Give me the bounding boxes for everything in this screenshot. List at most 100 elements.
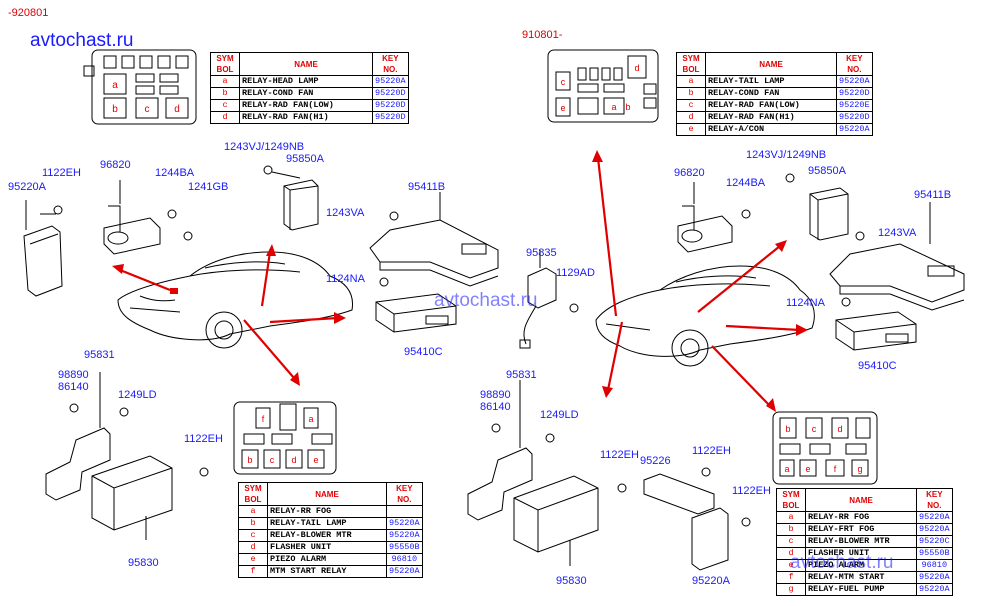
box-letter: e bbox=[805, 464, 810, 474]
row-name: RELAY-RR FOG bbox=[267, 505, 387, 518]
row-name: RELAY-COND FAN bbox=[239, 87, 373, 100]
part-label: 1243VA bbox=[326, 207, 365, 219]
relay-box-top-left: a b c d bbox=[83, 49, 197, 125]
part-label: 86140 bbox=[480, 401, 511, 413]
box-letter: b bbox=[112, 104, 118, 115]
row-symbol: a bbox=[676, 75, 706, 88]
row-symbol: b bbox=[776, 523, 806, 536]
part-label: 95835 bbox=[526, 247, 557, 259]
box-letter: e bbox=[560, 103, 565, 113]
part-label: 95831 bbox=[506, 369, 537, 381]
row-name: RELAY-RAD FAN(H1) bbox=[705, 111, 837, 124]
row-symbol: d bbox=[676, 111, 706, 124]
row-key: 95220D bbox=[836, 111, 873, 124]
box-letter: b bbox=[247, 455, 252, 465]
row-symbol: b bbox=[238, 517, 268, 530]
date-label-right: 910801- bbox=[522, 29, 563, 41]
box-letter: a bbox=[611, 102, 616, 112]
part-label: 98890 bbox=[480, 389, 511, 401]
row-name: RELAY-A/CON bbox=[705, 123, 837, 136]
row-key: 95220A bbox=[386, 517, 423, 530]
row-key: 95220A bbox=[386, 529, 423, 542]
part-label: 96820 bbox=[100, 159, 131, 171]
row-key: 95220A bbox=[386, 565, 423, 578]
part-95410C-right bbox=[835, 297, 917, 351]
part-95831-left bbox=[45, 372, 129, 501]
part-label: 1241GB bbox=[188, 181, 228, 193]
part-95830-right bbox=[513, 475, 627, 566]
row-symbol: c bbox=[676, 99, 706, 112]
row-name: RELAY-RAD FAN(LOW) bbox=[705, 99, 837, 112]
part-label: 86140 bbox=[58, 381, 89, 393]
part-96820-right bbox=[677, 182, 751, 253]
row-key: 95220A bbox=[916, 523, 953, 536]
part-label: 95411B bbox=[408, 181, 445, 193]
part-95220A-right bbox=[691, 507, 729, 571]
part-label: 1122EH bbox=[732, 485, 771, 497]
part-label: 1244BA bbox=[155, 167, 195, 179]
row-name: RELAY-TAIL LAMP bbox=[267, 517, 387, 530]
part-label: 1249LD bbox=[118, 389, 157, 401]
box-letter: f bbox=[834, 464, 837, 474]
row-name: RELAY-TAIL LAMP bbox=[705, 75, 837, 88]
row-key: 95220A bbox=[836, 75, 873, 88]
row-key: 95220D bbox=[836, 87, 873, 100]
box-letter: c bbox=[561, 77, 566, 87]
row-key: 95220A bbox=[916, 583, 953, 596]
part-label: 1122EH bbox=[42, 167, 81, 179]
box-letter: a bbox=[112, 80, 118, 91]
car-left bbox=[117, 251, 354, 349]
part-label: 1243VJ/1249NB bbox=[746, 149, 826, 161]
part-95831-right bbox=[467, 380, 555, 521]
row-key bbox=[386, 505, 423, 518]
row-key: 95220E bbox=[836, 99, 873, 112]
row-key: 95220C bbox=[916, 535, 953, 548]
row-key: 95220A bbox=[372, 75, 409, 88]
row-name: FLASHER UNIT bbox=[267, 541, 387, 554]
header-name: NAME bbox=[805, 488, 917, 512]
part-95850A-right bbox=[785, 173, 865, 241]
part-label: 1124NA bbox=[326, 273, 366, 285]
row-symbol: c bbox=[776, 535, 806, 548]
row-symbol: f bbox=[238, 565, 268, 578]
part-label: 95410C bbox=[858, 360, 897, 372]
part-label: 1124NA bbox=[786, 297, 826, 309]
row-symbol: b bbox=[210, 87, 240, 100]
box-letter: c bbox=[270, 455, 275, 465]
row-key: 96810 bbox=[386, 553, 423, 566]
part-label: 1122EH bbox=[184, 433, 223, 445]
row-key: 95220D bbox=[372, 87, 409, 100]
row-key: 95220D bbox=[372, 111, 409, 124]
row-symbol: e bbox=[238, 553, 268, 566]
row-symbol: b bbox=[676, 87, 706, 100]
row-symbol: a bbox=[238, 505, 268, 518]
row-name: RELAY-FUEL PUMP bbox=[805, 583, 917, 596]
box-letter: d bbox=[837, 424, 842, 434]
row-name: RELAY-FRT FOG bbox=[805, 523, 917, 536]
row-name: RELAY-RAD FAN(LOW) bbox=[239, 99, 373, 112]
relay-box-bottom-left: f a b c d e bbox=[233, 401, 337, 475]
part-label: 95830 bbox=[128, 557, 159, 569]
row-key: 95220A bbox=[836, 123, 873, 136]
box-letter: c bbox=[812, 424, 817, 434]
